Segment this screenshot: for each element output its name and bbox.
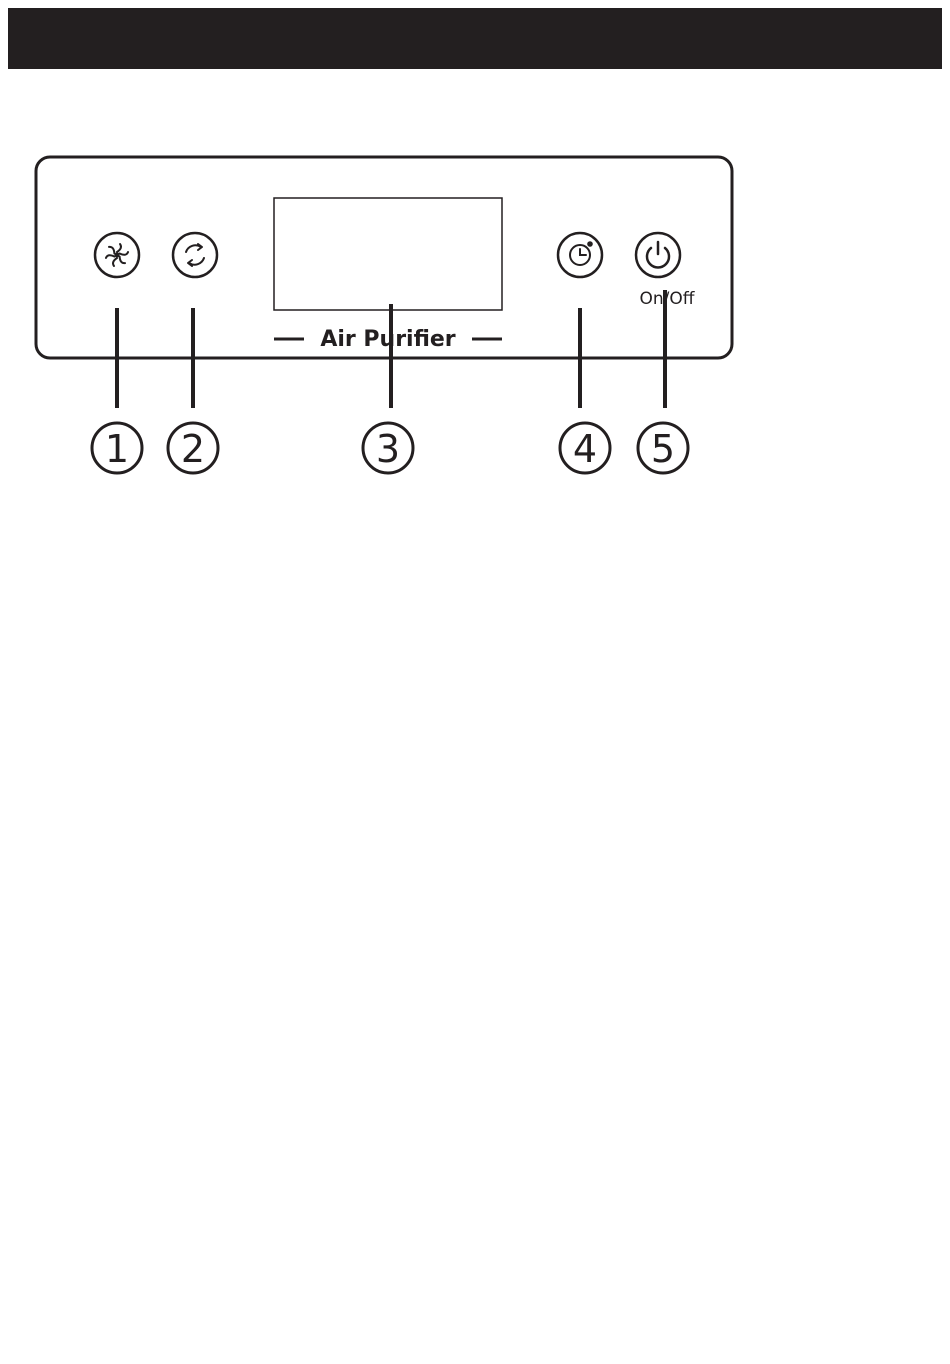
mode-button[interactable] [173,233,217,277]
callout-3: 3 [363,423,413,473]
timer-button[interactable] [558,233,602,277]
fan-speed-button[interactable] [95,233,139,277]
callout-4: 4 [560,423,610,473]
callout-number: 5 [651,427,675,471]
power-caption: On/Off [640,289,696,309]
display-screen [274,198,502,310]
callout-5: 5 [638,423,688,473]
brand-label: Air Purifier [320,327,455,352]
callout-number: 1 [105,427,129,471]
callout-number: 4 [573,427,597,471]
callout-1: 1 [92,423,142,473]
callout-number: 3 [376,427,400,471]
callout-number: 2 [181,427,205,471]
callout-2: 2 [168,423,218,473]
control-panel-diagram: Air Purifier [0,0,950,520]
power-button[interactable] [636,233,680,277]
